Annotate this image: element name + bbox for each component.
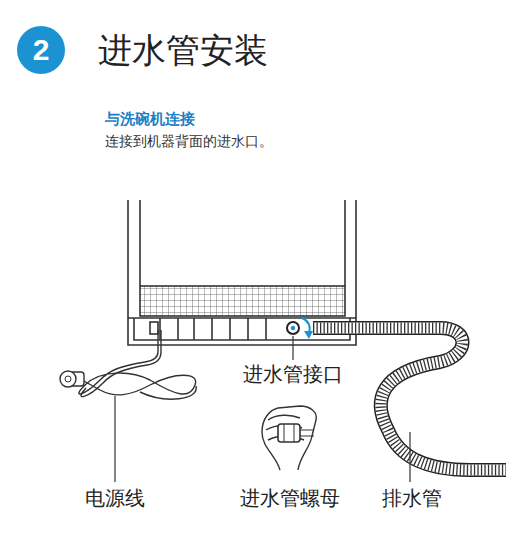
hand-with-nut <box>262 406 316 470</box>
part-label: 进水管螺母 <box>240 485 340 512</box>
power-cord <box>79 330 197 399</box>
inlet-port <box>291 326 295 330</box>
step-number-circle: 2 <box>17 26 65 74</box>
step-number: 2 <box>33 33 50 67</box>
inlet-port <box>287 322 299 334</box>
title: 进水管安装 <box>98 28 268 74</box>
part-label: 排水管 <box>382 485 442 512</box>
instruction-text: 连接到机器背面的进水口。 <box>105 133 273 151</box>
part-label: 电源线 <box>85 485 145 512</box>
power-plug <box>60 371 84 387</box>
leader-line <box>115 336 410 482</box>
turn-arrow <box>304 331 313 339</box>
part-label: 进水管接口 <box>243 361 343 388</box>
section-heading: 与洗碗机连接 <box>105 110 195 129</box>
